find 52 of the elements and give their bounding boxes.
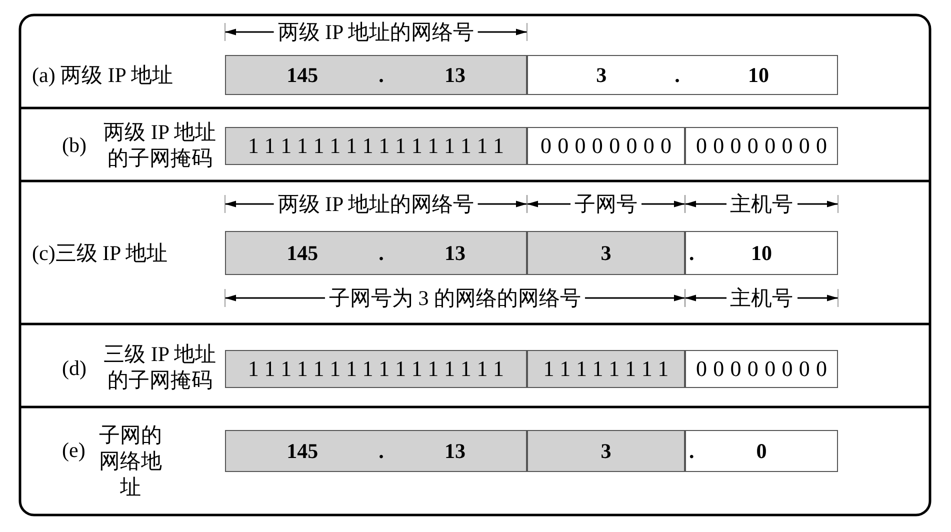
separator-dot: . xyxy=(378,240,384,266)
row-label: (e) xyxy=(62,437,86,463)
field-value: 13 xyxy=(444,438,466,464)
row-label: 两级 IP 地址的子网掩码 xyxy=(102,119,218,171)
dimension-label: 主机号 xyxy=(726,192,797,216)
row-label: (c)三级 IP 地址 xyxy=(32,240,168,266)
dimension-label: 两级 IP 地址的网络号 xyxy=(274,192,478,216)
address-field xyxy=(685,231,838,275)
dimension-label: 子网号为 3 的网络的网络号 xyxy=(325,286,585,310)
address-field xyxy=(225,430,527,472)
address-field xyxy=(225,55,527,95)
row-label: (a) 两级 IP 地址 xyxy=(32,62,173,88)
address-field xyxy=(527,231,685,275)
mask-bits: 11111111 xyxy=(543,356,675,382)
row-label: 三级 IP 地址的子网掩码 xyxy=(102,341,218,393)
address-field xyxy=(527,55,838,95)
row-label: (b) xyxy=(62,132,86,158)
mask-bits: 1111111111111111 xyxy=(248,356,510,382)
field-value: 10 xyxy=(751,240,772,266)
dimension-label: 两级 IP 地址的网络号 xyxy=(274,20,478,44)
row-label: 子网的网络地址 xyxy=(98,422,164,500)
field-value: 0 xyxy=(756,438,767,464)
field-value: 145 xyxy=(286,240,318,266)
dimension-label: 子网号 xyxy=(570,192,642,216)
address-field xyxy=(225,127,527,165)
field-value: 13 xyxy=(444,240,466,266)
address-field xyxy=(685,430,838,472)
separator-dot: . xyxy=(674,62,680,88)
mask-bits: 00000000 xyxy=(696,133,834,159)
field-value: 10 xyxy=(748,62,769,88)
address-field xyxy=(225,350,527,388)
address-field xyxy=(527,430,685,472)
mask-bits: 00000000 xyxy=(696,356,834,382)
field-value: 3 xyxy=(596,62,607,88)
separator-dot: . xyxy=(689,240,694,266)
separator-dot: . xyxy=(378,62,384,88)
field-value: 145 xyxy=(286,62,318,88)
address-field xyxy=(685,127,838,165)
row-label: (d) xyxy=(62,355,86,381)
field-value: 13 xyxy=(444,62,466,88)
field-value: 3 xyxy=(600,240,612,266)
field-value: 145 xyxy=(286,438,318,464)
mask-bits: 00000000 xyxy=(540,133,678,159)
dimension-label: 主机号 xyxy=(726,286,797,310)
address-field xyxy=(527,127,685,165)
address-field xyxy=(685,350,838,388)
address-field xyxy=(527,350,685,388)
separator-dot: . xyxy=(378,438,384,464)
separator-dot: . xyxy=(689,438,694,464)
address-field xyxy=(225,231,527,275)
mask-bits: 1111111111111111 xyxy=(248,133,510,159)
field-value: 3 xyxy=(600,438,612,464)
